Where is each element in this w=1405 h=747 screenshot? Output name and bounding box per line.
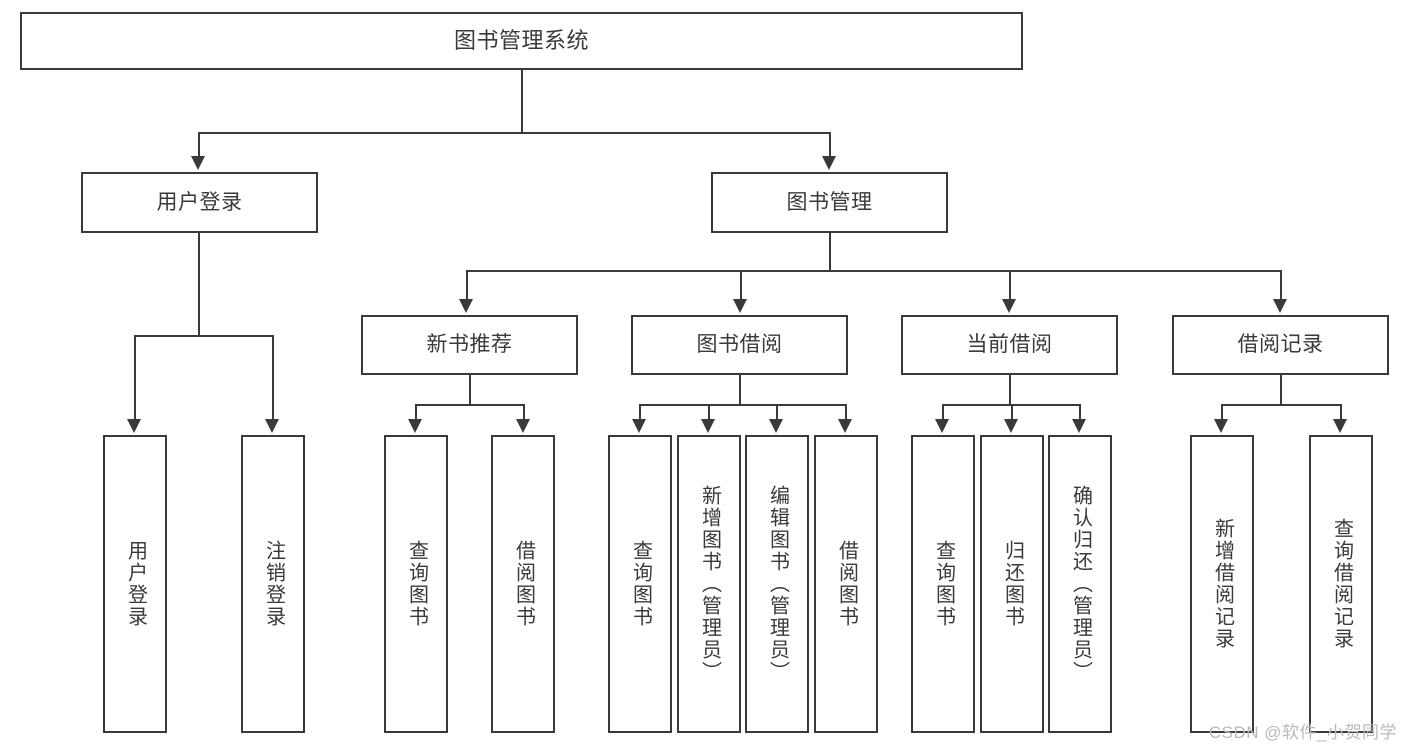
arrowhead-borrow-record-leaf-1 (1214, 419, 1228, 433)
node-label: 图书借阅 (696, 333, 783, 357)
arrowhead-current-borrow-leaf-1 (935, 419, 949, 433)
leaf-current-borrow-return[interactable]: 归还图书 (980, 435, 1044, 733)
node-label: 借阅记录 (1237, 333, 1324, 357)
connector-user-login-bar (134, 335, 274, 337)
connector-borrow-record-stem (1280, 375, 1282, 404)
connector-book-mgmt-drop-2 (740, 270, 742, 301)
connector-book-borrow-drop-3 (776, 404, 778, 421)
arrowhead-book-mgmt-new-book (459, 299, 473, 313)
connector-user-login-drop-2 (272, 335, 274, 421)
node-label: 注销登录 (262, 540, 285, 628)
connector-new-book-drop-2 (523, 404, 525, 421)
connector-root-to-book-mgmt (829, 132, 831, 158)
arrowhead-book-borrow-leaf-3 (769, 419, 783, 433)
connector-book-borrow-drop-1 (639, 404, 641, 421)
arrowhead-book-mgmt-current (1002, 299, 1016, 313)
connector-new-book-bar (415, 404, 523, 406)
connector-root-to-user-login (198, 132, 200, 158)
connector-book-mgmt-bar (466, 270, 1280, 272)
connector-root-stem (521, 70, 523, 132)
connector-current-borrow-drop-2 (1011, 404, 1013, 421)
node-label: 归还图书 (1001, 540, 1024, 628)
connector-current-borrow-drop-3 (1079, 404, 1081, 421)
node-label: 确认归还（管理员） (1069, 485, 1092, 683)
node-label: 查询图书 (405, 540, 428, 628)
connector-book-borrow-stem (739, 375, 741, 404)
arrowhead-new-book-leaf-2 (516, 419, 530, 433)
arrowhead-book-mgmt-record (1273, 299, 1287, 313)
leaf-borrow-record-add[interactable]: 新增借阅记录 (1190, 435, 1254, 733)
connector-borrow-record-drop-2 (1340, 404, 1342, 421)
node-label: 借阅图书 (835, 540, 858, 628)
leaf-new-book-borrow[interactable]: 借阅图书 (491, 435, 555, 733)
node-label: 编辑图书（管理员） (766, 485, 789, 683)
node-label: 查询图书 (629, 540, 652, 628)
connector-borrow-record-bar (1221, 404, 1340, 406)
node-label: 用户登录 (124, 540, 147, 628)
leaf-new-book-query[interactable]: 查询图书 (384, 435, 448, 733)
connector-user-login-drop-1 (134, 335, 136, 421)
node-label: 图书管理 (786, 190, 873, 214)
connector-book-mgmt-drop-4 (1280, 270, 1282, 301)
node-label: 借阅图书 (512, 540, 535, 628)
connector-book-mgmt-stem (829, 233, 831, 270)
node-current-borrow[interactable]: 当前借阅 (901, 315, 1118, 375)
leaf-book-borrow-add[interactable]: 新增图书（管理员） (677, 435, 741, 733)
connector-current-borrow-bar (942, 404, 1079, 406)
arrowhead-book-borrow-leaf-2 (701, 419, 715, 433)
leaf-book-borrow-query[interactable]: 查询图书 (608, 435, 672, 733)
leaf-borrow-record-query[interactable]: 查询借阅记录 (1309, 435, 1373, 733)
leaf-current-borrow-query[interactable]: 查询图书 (911, 435, 975, 733)
connector-new-book-stem (469, 375, 471, 404)
arrowhead-book-borrow-leaf-1 (632, 419, 646, 433)
connector-new-book-drop-1 (415, 404, 417, 421)
node-label: 新增图书（管理员） (698, 485, 721, 683)
arrowhead-new-book-leaf-1 (408, 419, 422, 433)
leaf-current-borrow-confirm[interactable]: 确认归还（管理员） (1048, 435, 1112, 733)
leaf-book-borrow-borrow[interactable]: 借阅图书 (814, 435, 878, 733)
node-label: 当前借阅 (966, 333, 1053, 357)
leaf-user-login-login[interactable]: 用户登录 (103, 435, 167, 733)
connector-root-bar (198, 132, 830, 134)
node-label: 查询借阅记录 (1330, 518, 1353, 650)
node-book-management[interactable]: 图书管理 (711, 172, 948, 233)
arrowhead-book-borrow-leaf-4 (838, 419, 852, 433)
watermark-text: CSDN @软件_小贺同学 (1208, 723, 1397, 742)
node-user-login[interactable]: 用户登录 (81, 172, 318, 233)
arrowhead-user-login-leaf-2 (265, 419, 279, 433)
connector-book-mgmt-drop-3 (1009, 270, 1011, 301)
connector-current-borrow-stem (1009, 375, 1011, 404)
node-book-borrow[interactable]: 图书借阅 (631, 315, 848, 375)
connector-book-mgmt-drop-1 (466, 270, 468, 301)
connector-book-borrow-bar (639, 404, 846, 406)
arrowhead-current-borrow-leaf-2 (1004, 419, 1018, 433)
node-new-book-recommend[interactable]: 新书推荐 (361, 315, 578, 375)
node-label: 新书推荐 (426, 333, 513, 357)
leaf-user-login-logout[interactable]: 注销登录 (241, 435, 305, 733)
connector-book-borrow-drop-4 (845, 404, 847, 421)
node-label: 用户登录 (156, 190, 243, 214)
connector-user-login-stem (198, 233, 200, 335)
node-label: 查询图书 (932, 540, 955, 628)
arrowhead-user-login-leaf-1 (127, 419, 141, 433)
arrowhead-current-borrow-leaf-3 (1072, 419, 1086, 433)
arrowhead-borrow-record-leaf-2 (1333, 419, 1347, 433)
connector-borrow-record-drop-1 (1221, 404, 1223, 421)
arrowhead-root-to-book-mgmt (822, 156, 836, 170)
node-label: 新增借阅记录 (1211, 518, 1234, 650)
node-root-system[interactable]: 图书管理系统 (20, 12, 1023, 70)
node-label: 图书管理系统 (453, 27, 589, 53)
arrowhead-root-to-user-login (191, 156, 205, 170)
connector-book-borrow-drop-2 (708, 404, 710, 421)
node-borrow-record[interactable]: 借阅记录 (1172, 315, 1389, 375)
leaf-book-borrow-edit[interactable]: 编辑图书（管理员） (745, 435, 809, 733)
arrowhead-book-mgmt-borrow (733, 299, 747, 313)
connector-current-borrow-drop-1 (942, 404, 944, 421)
